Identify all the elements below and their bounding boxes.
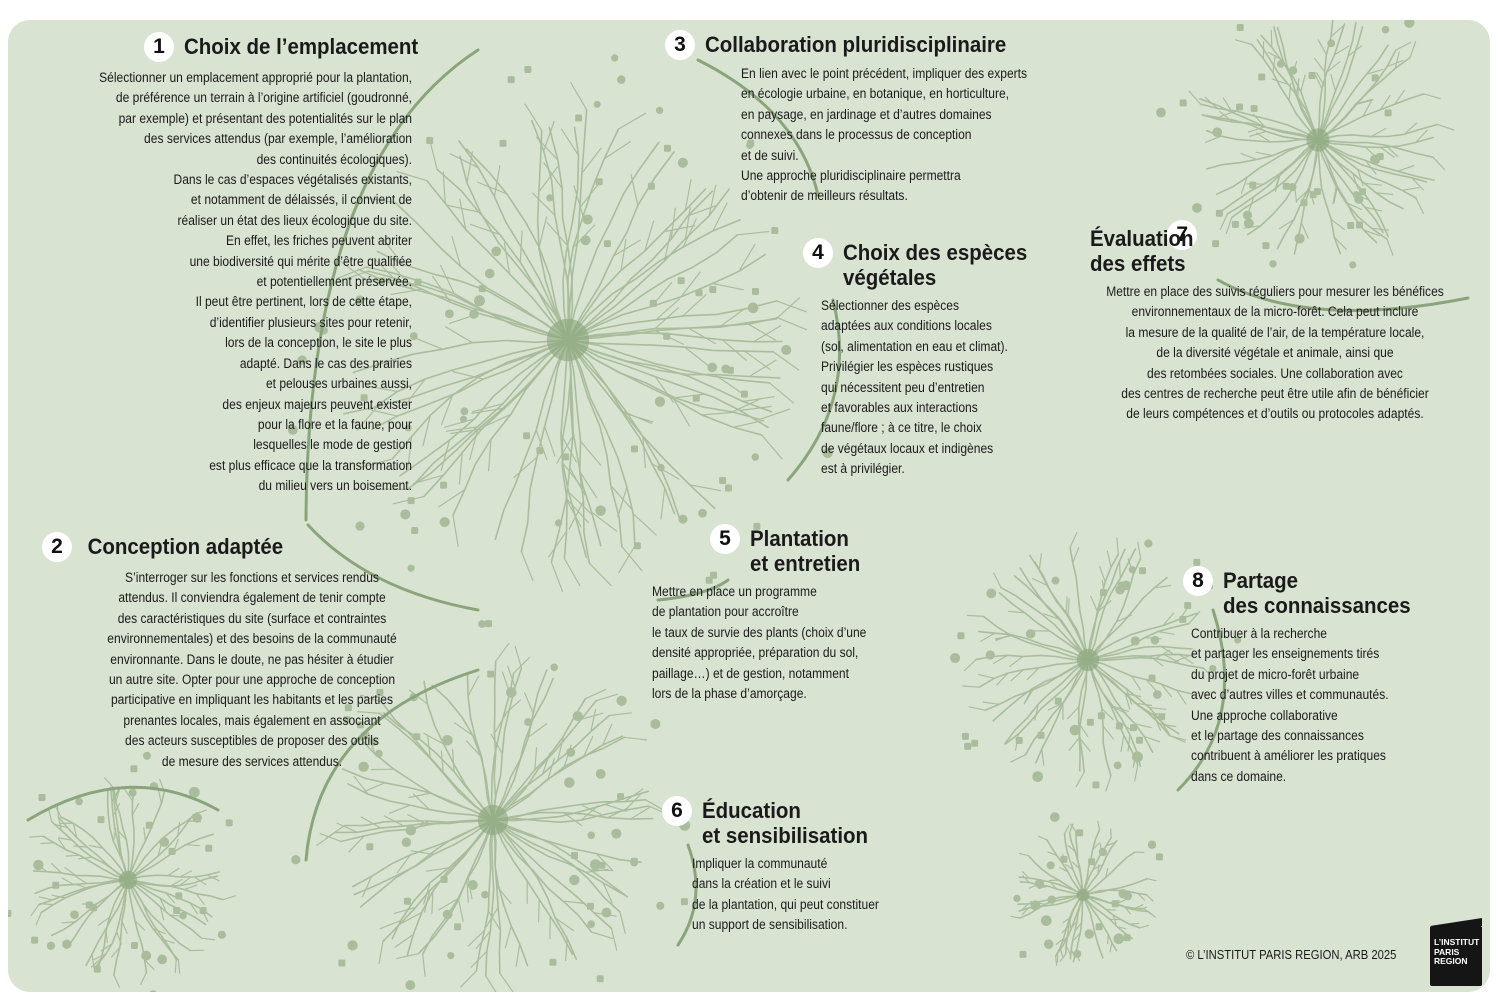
section-body: S’interroger sur les fonctions et servic… <box>107 570 397 769</box>
section-title: Conception adaptée <box>87 534 284 559</box>
logo-text: L’INSTITUT PARIS REGION <box>1434 937 1480 966</box>
step-number-badge: 8 <box>1183 566 1213 596</box>
section-title: Choix de l’emplacement <box>184 34 419 59</box>
copyright-credit: © L’INSTITUT PARIS REGION, ARB 2025 <box>1186 948 1397 962</box>
section-planting: 5 Plantation et entretien Mettre en plac… <box>652 524 980 704</box>
section-body: Impliquer la communauté dans la création… <box>692 856 879 933</box>
section-adapted-design: 2 Conception adaptée S’interroger sur le… <box>42 532 472 772</box>
step-number-badge: 4 <box>803 238 833 268</box>
step-number-badge: 1 <box>144 32 174 62</box>
institut-paris-region-logo: L’INSTITUT PARIS REGION <box>1430 918 1482 986</box>
section-site-choice: 1 Choix de l’emplacement Sélectionner un… <box>12 32 452 497</box>
step-number-badge: 5 <box>710 524 740 554</box>
section-title: Éducation et sensibilisation <box>702 798 869 848</box>
section-evaluation: Évaluation des effets 7 Mettre en place … <box>1070 220 1480 425</box>
section-title: Choix des espèces végétales <box>843 240 1028 290</box>
section-body: Mettre en place un programme de plantati… <box>652 584 867 702</box>
section-body: Sélectionner un emplacement approprié po… <box>99 70 412 494</box>
section-title: Évaluation des effets <box>1090 226 1194 276</box>
section-body: En lien avec le point précédent, impliqu… <box>741 66 1028 204</box>
tree-canopy-illustrations <box>8 20 1470 992</box>
section-species-choice: 4 Choix des espèces végétales Sélectionn… <box>803 238 1073 480</box>
section-education: 6 Éducation et sensibilisation Impliquer… <box>662 796 952 936</box>
step-number-badge: 6 <box>662 796 692 826</box>
step-number-badge: 2 <box>42 532 72 562</box>
section-title: Collaboration pluridisciplinaire <box>705 32 1007 57</box>
section-collaboration: 3 Collaboration pluridisciplinaire En li… <box>665 30 1115 207</box>
section-body: Mettre en place des suivis réguliers pou… <box>1106 284 1444 422</box>
step-number-badge: 7 <box>1167 220 1198 250</box>
section-title: Partage des connaissances <box>1223 568 1411 618</box>
infographic-panel: 1 Choix de l’emplacement Sélectionner un… <box>8 20 1490 992</box>
section-title: Plantation et entretien <box>750 526 861 576</box>
section-knowledge-sharing: 8 Partage des connaissances Contribuer à… <box>1183 566 1483 787</box>
step-number-badge: 3 <box>665 30 695 60</box>
section-body: Contribuer à la recherche et partager le… <box>1191 626 1389 784</box>
section-body: Sélectionner des espèces adaptées aux co… <box>821 298 1008 477</box>
